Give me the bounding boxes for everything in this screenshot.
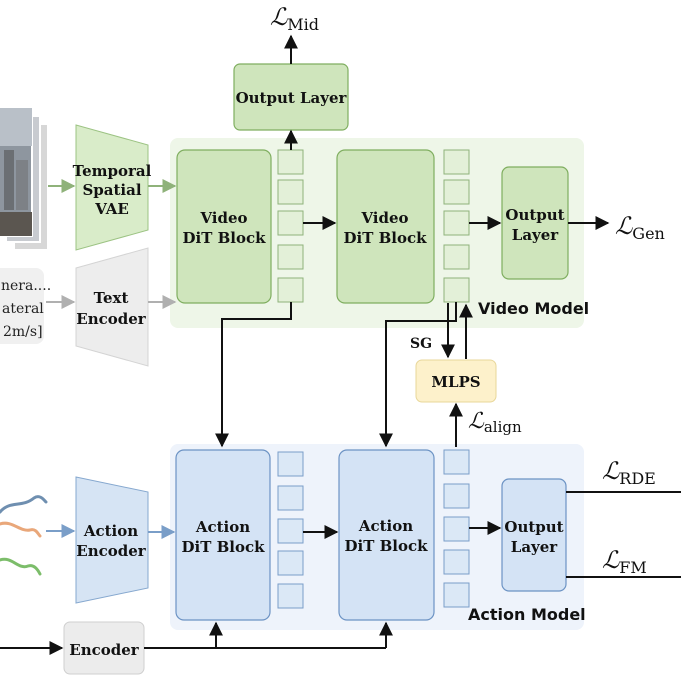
action-tokens-1 bbox=[277, 451, 304, 609]
video-tokens-2 bbox=[443, 149, 470, 303]
loss-rde: ℒRDE bbox=[602, 457, 656, 488]
loss-fm: ℒFM bbox=[602, 546, 647, 577]
video-dit-2-label-1: Video bbox=[360, 209, 408, 227]
video-dit-1-label-1: Video bbox=[199, 209, 247, 227]
vae-label-3: VAE bbox=[94, 200, 129, 218]
action-encoder bbox=[75, 476, 149, 604]
action-trajectories bbox=[0, 495, 48, 576]
output-layer-top-label: Output Layer bbox=[236, 89, 348, 107]
video-dit-1-label-2: DiT Block bbox=[183, 229, 267, 247]
video-output-label-2: Layer bbox=[512, 226, 560, 244]
temporal-spatial-vae bbox=[75, 124, 149, 251]
prompt-line-2: ateral bbox=[2, 301, 44, 317]
vae-label-2: Spatial bbox=[82, 181, 141, 199]
video-dit-block-2 bbox=[336, 149, 435, 304]
mlps-label: MLPS bbox=[431, 373, 480, 391]
loss-gen: ℒGen bbox=[615, 212, 665, 243]
prompt-line-1: nera.... bbox=[1, 278, 51, 294]
prompt-line-3: 2m/s] bbox=[3, 324, 43, 340]
action-output-label-2: Layer bbox=[511, 538, 559, 556]
vae-label-1: Temporal bbox=[73, 162, 152, 180]
action-dit-2-label-2: DiT Block bbox=[345, 537, 429, 555]
video-tokens2-to-action-block2-arrow bbox=[379, 302, 457, 448]
camera-images bbox=[0, 107, 49, 251]
action-output-label-1: Output bbox=[504, 518, 563, 536]
action-dit-1-label-1: Action bbox=[195, 518, 250, 536]
action-tokens-2 bbox=[443, 449, 470, 608]
video-tokens-1 bbox=[277, 149, 304, 303]
loss-mid: ℒMid bbox=[270, 3, 319, 34]
text-prompt-box bbox=[0, 268, 44, 344]
mlps-box bbox=[415, 359, 497, 403]
video-output-label-1: Output bbox=[505, 206, 564, 224]
action-encoder-label-1: Action bbox=[83, 522, 138, 540]
sg-label: SG bbox=[410, 336, 432, 352]
video-dit-2-label-2: DiT Block bbox=[344, 229, 428, 247]
video-model-label: Video Model bbox=[478, 299, 589, 318]
action-dit-block-1 bbox=[175, 449, 271, 621]
text-encoder bbox=[75, 247, 149, 367]
video-dit-block-1 bbox=[176, 149, 272, 304]
action-model-label: Action Model bbox=[468, 605, 586, 624]
action-dit-1-label-2: DiT Block bbox=[182, 538, 266, 556]
video-tokens1-to-action-block1-arrow bbox=[215, 302, 292, 448]
action-encoder-label-2: Encoder bbox=[76, 542, 147, 560]
encoder-label: Encoder bbox=[69, 641, 140, 659]
text-encoder-label-1: Text bbox=[94, 289, 129, 307]
action-dit-block-2 bbox=[338, 449, 435, 621]
action-output-layer bbox=[501, 478, 567, 592]
action-dit-2-label-1: Action bbox=[358, 517, 413, 535]
text-encoder-label-2: Encoder bbox=[76, 310, 147, 328]
loss-align: ℒalign bbox=[468, 409, 522, 436]
